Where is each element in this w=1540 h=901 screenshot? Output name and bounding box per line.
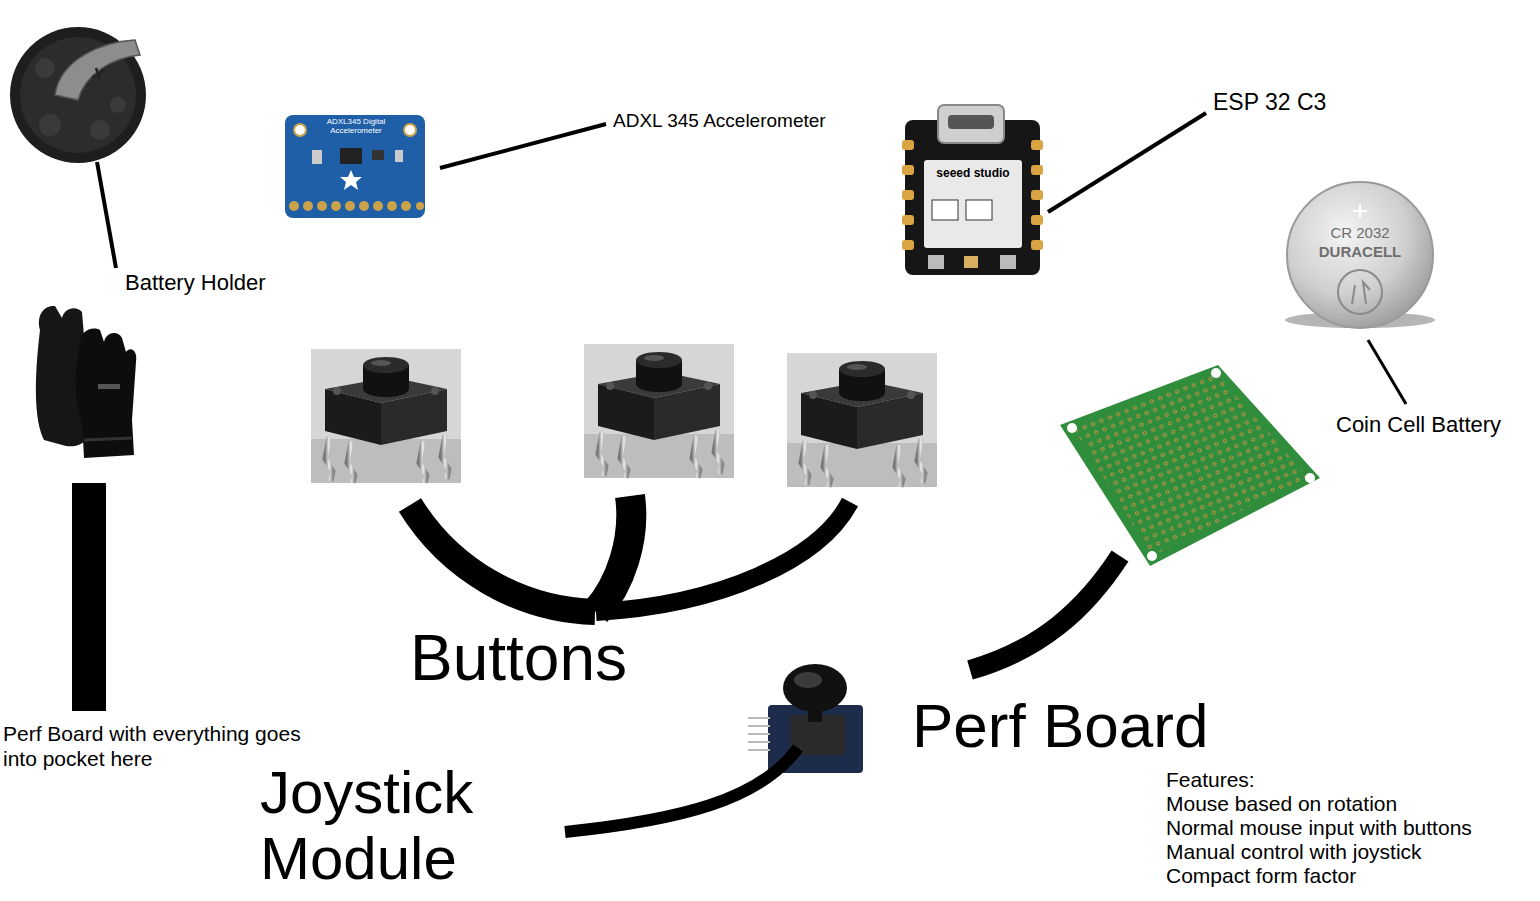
- tactile-button-picture: [311, 349, 461, 483]
- group-label: Buttons: [410, 622, 627, 696]
- leader-line: [1048, 113, 1206, 212]
- coin-cell-picture: [1285, 182, 1435, 328]
- button-wires: [410, 496, 850, 612]
- tactile-button-picture: [584, 344, 734, 478]
- battery-print: DURACELL: [1300, 243, 1420, 260]
- leader-line: [1368, 340, 1406, 404]
- part-label: Battery Holder: [125, 270, 266, 295]
- accelerometer-board-picture: [285, 115, 425, 218]
- battery-holder-picture: [10, 27, 146, 163]
- glove-picture: [36, 306, 136, 458]
- feature-item: Compact form factor: [1166, 864, 1356, 888]
- tactile-button-picture: [787, 353, 937, 487]
- group-label: Joystick Module: [260, 760, 560, 892]
- battery-print: CR 2032: [1300, 224, 1420, 241]
- esp32-board-picture: [902, 105, 1043, 275]
- feature-item: Normal mouse input with buttons: [1166, 816, 1472, 840]
- part-label: ESP 32 C3: [1213, 89, 1326, 115]
- joystick-picture: [748, 664, 863, 773]
- group-label: Perf Board: [912, 690, 1208, 761]
- part-label: Coin Cell Battery: [1336, 412, 1501, 437]
- board-print: ADXL345 Digital Accelerometer: [308, 118, 404, 136]
- leader-line: [440, 124, 606, 168]
- leader-line: [565, 748, 798, 832]
- feature-item: Mouse based on rotation: [1166, 792, 1397, 816]
- board-print: seeed studio: [926, 167, 1020, 181]
- perf-board-picture: [1060, 365, 1320, 566]
- leader-line: [97, 162, 116, 268]
- leader-line: [970, 556, 1120, 670]
- feature-item: Manual control with joystick: [1166, 840, 1422, 864]
- pocket-bar: [72, 483, 106, 711]
- feature-heading: Features:: [1166, 768, 1255, 792]
- part-label: ADXL 345 Accelerometer: [613, 110, 826, 132]
